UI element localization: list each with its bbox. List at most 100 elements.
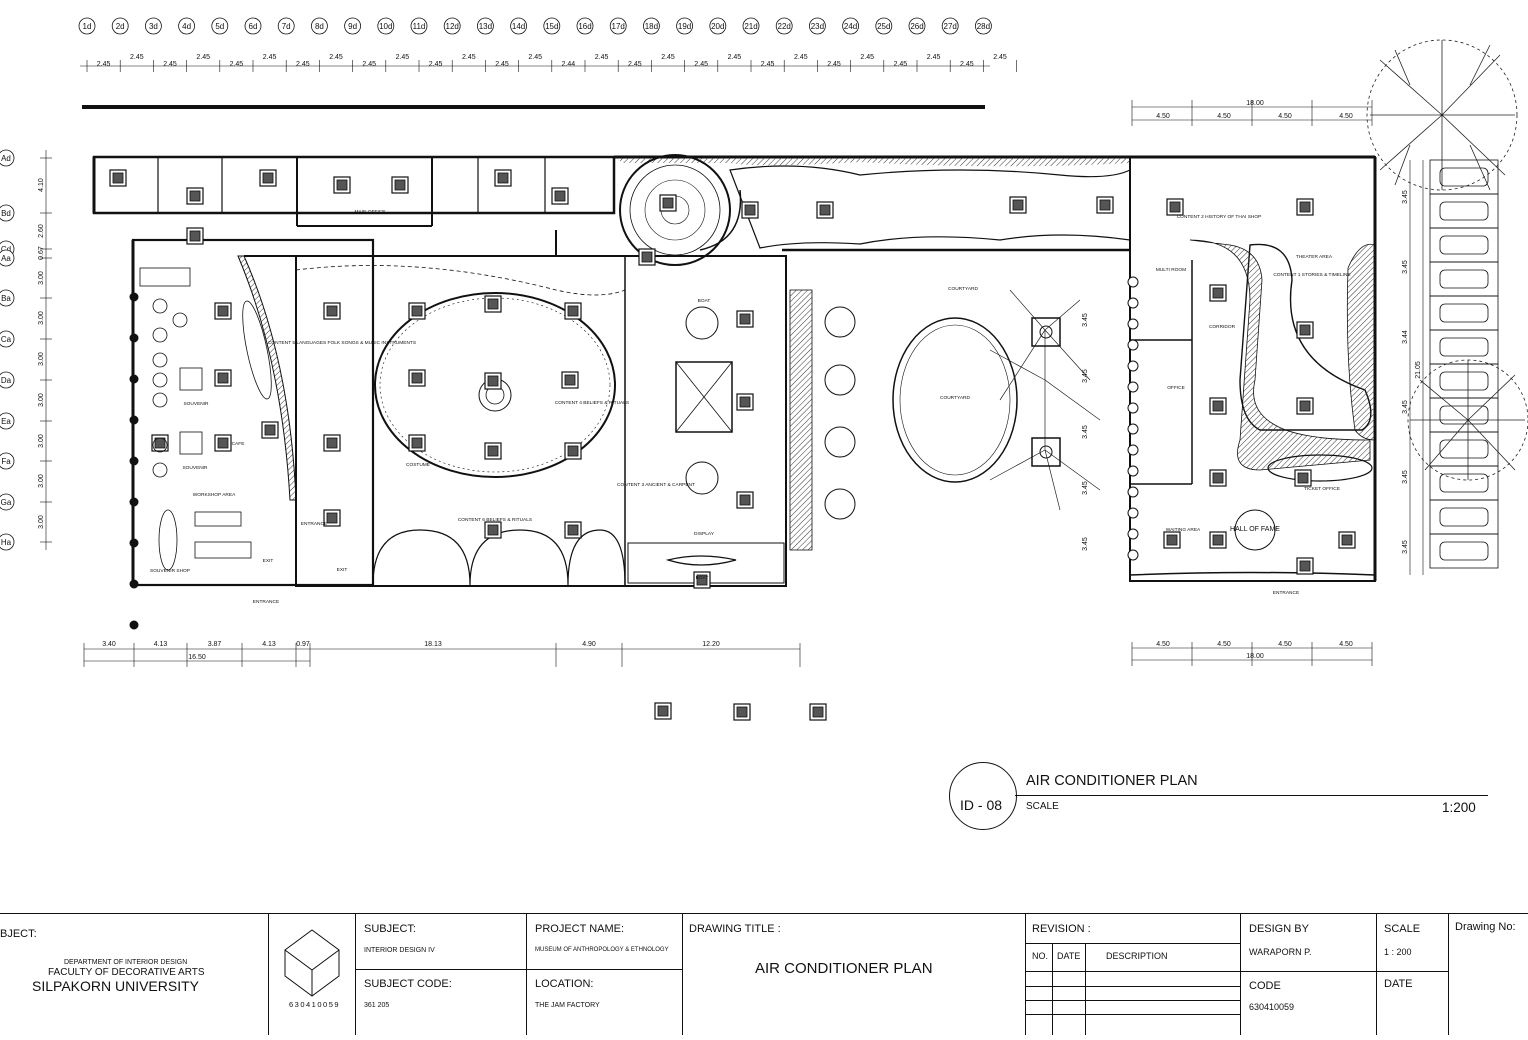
dim-bottom: 12.20 xyxy=(702,641,720,648)
ac-unit-icon xyxy=(186,187,204,205)
dim-top-lower: 2.45 xyxy=(894,61,908,68)
grid-col-26d: 26d xyxy=(908,17,926,35)
tb-department: DEPARTMENT OF INTERIOR DESIGN xyxy=(64,959,188,966)
room-label-souvenir2: SOUVENIR xyxy=(182,465,208,471)
room-label-content5: CONTENT 5 LANGUAGES FOLK SONGS & MUSIC I… xyxy=(268,340,416,346)
tb-school-cell: BJECT: DEPARTMENT OF INTERIOR DESIGN FAC… xyxy=(0,914,268,1035)
grid-row-Bd: Bd xyxy=(0,204,15,222)
dim-top-upper: 2.45 xyxy=(396,54,410,61)
grid-col-4d: 4d xyxy=(178,17,196,35)
grid-col-15d: 15d xyxy=(543,17,561,35)
room-label-exit1: EXIT xyxy=(263,558,274,564)
dim-inner-right: 3.45 xyxy=(1082,537,1089,551)
grid-col-19d: 19d xyxy=(676,17,693,35)
grid-col-9d: 9d xyxy=(344,17,362,35)
corridor-curve xyxy=(729,165,1131,249)
svg-text:12d: 12d xyxy=(446,22,459,31)
room-label-content6: CONTENT 6 BELIEFS & RITUALS xyxy=(458,517,532,523)
svg-text:Ca: Ca xyxy=(1,335,12,344)
dim-left: 3.00 xyxy=(38,352,45,366)
dim-right-bottom: 4.50 xyxy=(1339,641,1353,648)
ac-unit-icon xyxy=(214,302,232,320)
ac-unit-icon xyxy=(561,371,579,389)
sheet-title-rule xyxy=(1015,795,1488,796)
svg-text:1d: 1d xyxy=(83,22,92,31)
ac-unit-icon xyxy=(1096,196,1114,214)
ac-unit-icon xyxy=(1338,531,1356,549)
ac-unit-icon xyxy=(1166,198,1184,216)
dim-far-right: 3.45 xyxy=(1402,190,1409,204)
tb-subject-heading: BJECT: xyxy=(0,928,37,940)
svg-text:21d: 21d xyxy=(744,22,757,31)
room-label-entrance-right: ENTRANCE xyxy=(1273,590,1299,596)
room-label-ticket-office: TICKET OFFICE xyxy=(1304,486,1340,492)
grid-row-Ad: Ad xyxy=(0,149,15,167)
grid-col-17d: 17d xyxy=(609,17,627,35)
tb-design-cell: DESIGN BY WARAPORN P. CODE 630410059 xyxy=(1240,914,1377,1035)
tb-drawing-title-label: DRAWING TITLE : xyxy=(689,923,781,935)
dim-top-upper: 2.45 xyxy=(728,54,742,61)
dim-top-lower: 2.45 xyxy=(362,61,376,68)
grid-col-7d: 7d xyxy=(277,17,295,35)
grid-row-Aa: Aa xyxy=(0,249,15,267)
ac-unit-icon xyxy=(816,201,834,219)
dim-right-bottom: 4.50 xyxy=(1156,641,1170,648)
dim-right-bottom: 4.50 xyxy=(1278,641,1292,648)
room-label-entrance-side: ENTRANCE xyxy=(301,521,327,527)
grid-col-28d: 28d xyxy=(975,17,992,35)
room-label-content2: CONTENT 2 HISTORY OF THAI SHOP xyxy=(1177,214,1262,220)
svg-text:Da: Da xyxy=(1,376,12,385)
tb-drawing-no-label: Drawing No: xyxy=(1455,921,1516,933)
dim-far-right: 3.45 xyxy=(1402,540,1409,554)
room-label-content4: CONTENT 4 BELIEFS & RITUALS xyxy=(555,400,629,406)
room-label-exit2: EXIT xyxy=(337,567,348,573)
dim-bottom: 0.97 xyxy=(296,641,310,648)
svg-text:Ea: Ea xyxy=(1,417,11,426)
room-label-main-office: MAIN OFFICE xyxy=(355,209,386,215)
svg-text:8d: 8d xyxy=(315,22,324,31)
parking-car xyxy=(1429,295,1499,331)
svg-text:18d: 18d xyxy=(645,22,658,31)
room-label-courtyard: COURTYARD xyxy=(948,286,978,292)
dim-bottom-total: 16.50 xyxy=(188,654,206,661)
dim-top-lower: 2.45 xyxy=(230,61,244,68)
dim-left: 3.00 xyxy=(38,515,45,529)
svg-text:Ba: Ba xyxy=(1,294,11,303)
tb-project-label: PROJECT NAME: xyxy=(535,923,625,935)
svg-text:11d: 11d xyxy=(413,22,426,31)
grid-col-24d: 24d xyxy=(842,17,859,35)
tb-date2-label: DATE xyxy=(1384,978,1413,990)
dim-inner-right: 3.45 xyxy=(1082,481,1089,495)
grid-col-1d: 1d xyxy=(78,17,96,35)
dim-right-top: 4.50 xyxy=(1278,113,1292,120)
ticket-counter xyxy=(1267,454,1373,482)
dim-top-lower: 2.45 xyxy=(495,61,509,68)
parking-car xyxy=(1429,397,1499,433)
dim-top-lower: 2.45 xyxy=(97,61,111,68)
room-label-multi-room: MULTI ROOM xyxy=(1156,267,1186,273)
tb-scale-value: 1 : 200 xyxy=(1384,947,1412,957)
room-label-souvenir3: SOUVENIR SHOP xyxy=(150,568,190,574)
grid-col-18d: 18d xyxy=(643,17,660,35)
room-label-display1: DISPLAY xyxy=(694,531,715,537)
grid-col-12d: 12d xyxy=(443,17,461,35)
room-label-cafe: CAFE xyxy=(232,441,245,447)
outdoor-tables xyxy=(824,306,856,520)
curved-partition xyxy=(237,255,297,501)
tb-location-label: LOCATION: xyxy=(535,978,594,990)
svg-text:4d: 4d xyxy=(182,22,191,31)
grid-row-Ha: Ha xyxy=(0,533,15,551)
dim-far-right: 3.45 xyxy=(1402,470,1409,484)
ac-unit-icon xyxy=(564,521,582,539)
ac-unit-icon xyxy=(1294,469,1312,487)
svg-text:15d: 15d xyxy=(545,22,558,31)
dim-top-lower: 2.45 xyxy=(761,61,775,68)
tb-scale-label: SCALE xyxy=(1384,923,1421,935)
sheet-scale-value: 1:200 xyxy=(1442,800,1476,815)
dim-bottom: 18.13 xyxy=(424,641,442,648)
ac-unit-icon xyxy=(564,442,582,460)
ac-unit-icon xyxy=(1209,284,1227,302)
plan-room-labels: ENTRANCEENTRANCEEXITEXITENTRANCEWORKSHOP… xyxy=(150,209,1351,605)
tb-description-label: DESCRIPTION xyxy=(1106,951,1168,961)
dim-inner-right: 3.45 xyxy=(1082,425,1089,439)
